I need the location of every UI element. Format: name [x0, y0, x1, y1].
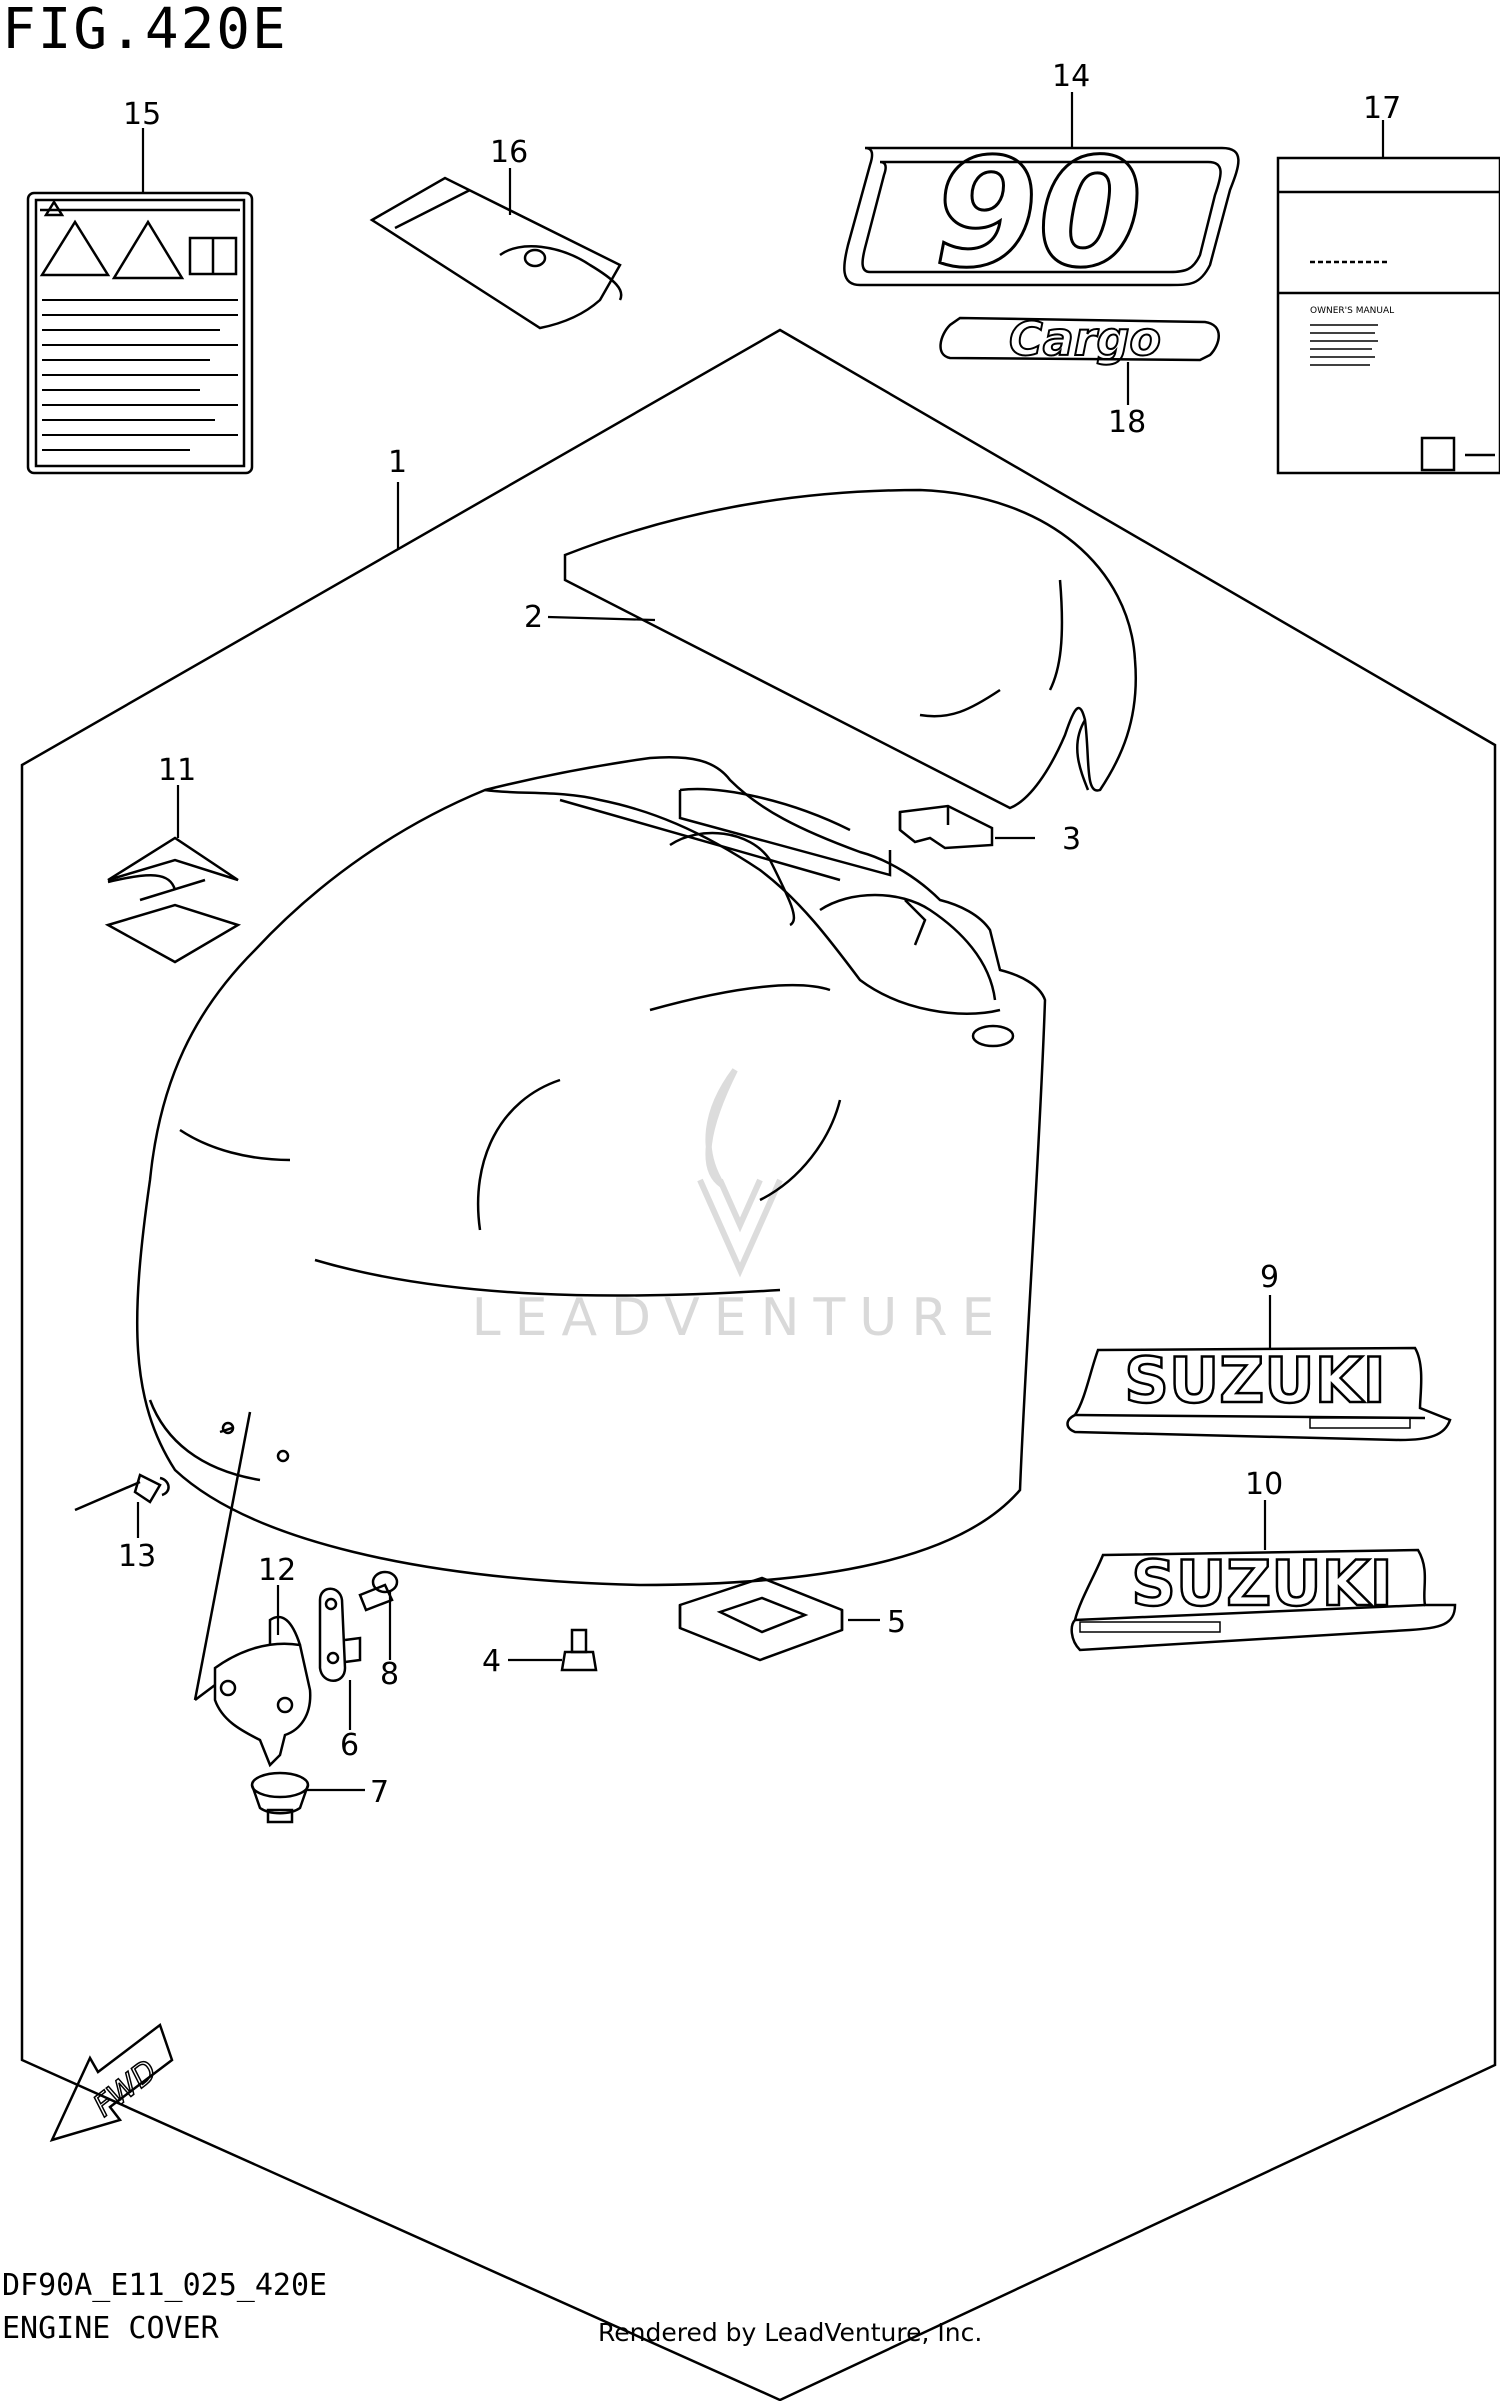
top-cover-panel [563, 488, 1137, 810]
callout-12: 12 [258, 1553, 296, 1588]
cargo-decal-text: Cargo [1009, 312, 1161, 366]
bracket-plate-part [318, 1587, 362, 1682]
cargo-decal-part: Cargo [939, 311, 1220, 367]
callout-13: 13 [118, 1539, 156, 1574]
manual-heading-text: OWNER'S MANUAL [1310, 306, 1394, 316]
latch-part [213, 1615, 312, 1768]
warning-label-part [26, 191, 254, 475]
figure-name: ENGINE COVER [2, 2311, 219, 2346]
callout-1: 1 [388, 445, 407, 480]
callout-5: 5 [887, 1605, 906, 1640]
callout-2: 2 [524, 600, 543, 635]
watermark-text: LEADVENTURE [472, 1288, 1009, 1348]
leader-lines [136, 92, 1385, 1792]
ninety-decal-part: 90 [843, 126, 1240, 303]
suzuki-decal-10-part: SUZUKI [1070, 1546, 1457, 1652]
s-emblem-part [104, 836, 242, 964]
cover-clip-part [898, 804, 994, 850]
callout-16: 16 [490, 135, 528, 170]
callout-17: 17 [1363, 91, 1401, 126]
callout-10: 10 [1245, 1467, 1283, 1502]
watermark-logo [697, 1068, 783, 1278]
figure-code: DF90A_E11_025_420E [2, 2268, 328, 2303]
callout-labels: 1 2 3 4 5 6 7 8 9 10 11 12 13 14 15 16 1… [118, 59, 1401, 1810]
fwd-arrow-label: FWD [87, 2053, 164, 2124]
ninety-decal-text: 90 [934, 127, 1143, 301]
callout-8: 8 [380, 1657, 399, 1692]
suzuki-decal-10-text: SUZUKI [1131, 1547, 1392, 1620]
card-tag-part [369, 176, 623, 330]
rendered-by-credit: Rendered by LeadVenture, Inc. [598, 2318, 983, 2347]
callout-4: 4 [482, 1644, 501, 1679]
callout-9: 9 [1260, 1260, 1279, 1295]
screw-part [560, 1628, 598, 1672]
figure-title: FIG.420E [2, 0, 288, 62]
grommet-part [250, 1771, 310, 1824]
callout-14: 14 [1052, 59, 1090, 94]
bolt-part [358, 1570, 399, 1612]
rivet-part [74, 1421, 235, 1512]
assembly-hexagon [20, 328, 1497, 2402]
suzuki-decal-9-text: SUZUKI [1124, 1344, 1385, 1417]
callout-3: 3 [1062, 822, 1081, 857]
suzuki-decal-9-part: SUZUKI [1066, 1343, 1452, 1442]
callout-11: 11 [158, 753, 196, 788]
engine-cover-shell [135, 755, 1047, 1701]
callout-15: 15 [123, 97, 161, 132]
owners-manual-part: OWNER'S MANUAL [1276, 156, 1500, 475]
rubber-seal-part [678, 1576, 844, 1662]
callout-6: 6 [340, 1728, 359, 1763]
callout-7: 7 [370, 1775, 389, 1810]
callout-18: 18 [1108, 405, 1146, 440]
